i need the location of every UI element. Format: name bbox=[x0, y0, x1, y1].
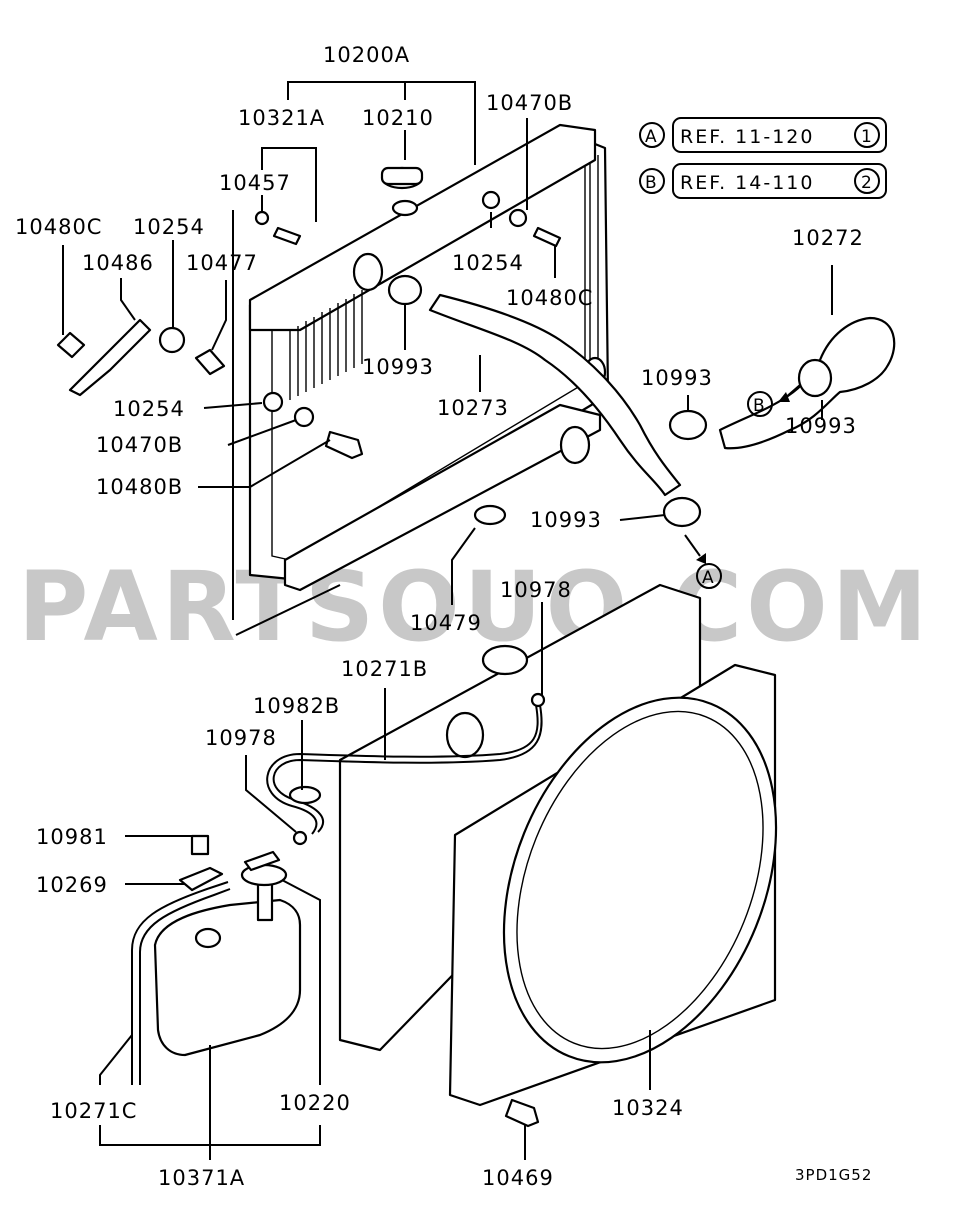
clamp-10982B[interactable] bbox=[288, 785, 322, 805]
seal-10470B-top[interactable] bbox=[508, 208, 528, 228]
reservoir-cap-10220[interactable] bbox=[240, 850, 288, 887]
label-10477[interactable]: 10477 bbox=[186, 251, 258, 275]
reference-b: B REF. 14-110 2 bbox=[639, 163, 887, 199]
reference-a-marker: A bbox=[645, 127, 657, 147]
label-10978-left[interactable]: 10978 bbox=[205, 726, 277, 750]
cushion-10254-low[interactable] bbox=[262, 391, 284, 413]
cushion-10254-left[interactable] bbox=[158, 326, 186, 354]
label-10269[interactable]: 10269 bbox=[36, 873, 108, 897]
label-10993-a[interactable]: 10993 bbox=[362, 355, 434, 379]
radiator-assembly[interactable] bbox=[248, 123, 610, 592]
label-10220[interactable]: 10220 bbox=[279, 1091, 351, 1115]
label-10993-c[interactable]: 10993 bbox=[785, 414, 857, 438]
label-10271B[interactable]: 10271B bbox=[341, 657, 428, 681]
reference-a-num: 1 bbox=[861, 127, 872, 147]
seal-10470B-low[interactable] bbox=[293, 406, 315, 428]
hose-clamp-10993-d[interactable] bbox=[797, 358, 833, 398]
flow-marker-a: A bbox=[696, 563, 722, 589]
bracket-10486[interactable] bbox=[68, 318, 152, 397]
radiator-inlet bbox=[352, 252, 384, 292]
fan-shroud-10324[interactable] bbox=[448, 657, 827, 1107]
bolt-10480C-left[interactable] bbox=[56, 331, 86, 359]
label-10978-right[interactable]: 10978 bbox=[500, 578, 572, 602]
clip-10978-right[interactable] bbox=[530, 692, 546, 708]
bolt-10469[interactable] bbox=[504, 1098, 540, 1128]
svg-text:B: B bbox=[753, 396, 765, 416]
arrow-to-a bbox=[684, 534, 701, 557]
bracket-10269[interactable] bbox=[178, 866, 224, 892]
label-10254-mid[interactable]: 10254 bbox=[452, 251, 524, 275]
upper-hose-10273[interactable] bbox=[428, 293, 682, 497]
radiator-cap[interactable] bbox=[380, 166, 424, 217]
label-10480C-left[interactable]: 10480C bbox=[15, 215, 102, 239]
radiator-fins bbox=[289, 290, 363, 400]
label-10486[interactable]: 10486 bbox=[82, 251, 154, 275]
mount-10479[interactable] bbox=[473, 504, 507, 526]
label-10371A[interactable]: 10371A bbox=[158, 1166, 245, 1190]
label-10479[interactable]: 10479 bbox=[410, 611, 482, 635]
hose-clamp-10993-c[interactable] bbox=[668, 409, 708, 441]
label-10457[interactable]: 10457 bbox=[219, 171, 291, 195]
reference-b-marker: B bbox=[645, 173, 657, 193]
label-10480C-right[interactable]: 10480C bbox=[506, 286, 593, 310]
label-10470B-top[interactable]: 10470B bbox=[486, 91, 573, 115]
bolt-10981[interactable] bbox=[190, 834, 210, 856]
label-10273[interactable]: 10273 bbox=[437, 396, 509, 420]
label-10254-left[interactable]: 10254 bbox=[133, 215, 205, 239]
label-10321A[interactable]: 10321A bbox=[238, 106, 325, 130]
part-labels: 10200A 10321A 10210 10470B 10457 10480C … bbox=[15, 43, 864, 1190]
diagram-code: 3PD1G52 bbox=[795, 1166, 872, 1184]
label-10982B[interactable]: 10982B bbox=[253, 694, 340, 718]
label-10272[interactable]: 10272 bbox=[792, 226, 864, 250]
label-10324[interactable]: 10324 bbox=[612, 1096, 684, 1120]
washer-10457[interactable] bbox=[254, 210, 270, 226]
leader-lines bbox=[62, 81, 833, 1160]
label-10470B-low[interactable]: 10470B bbox=[96, 433, 183, 457]
reservoir-tank-10371A[interactable] bbox=[153, 878, 302, 1057]
flow-marker-b: B bbox=[747, 391, 773, 417]
reference-a-text: REF. 11-120 bbox=[680, 126, 814, 148]
reference-b-text: REF. 14-110 bbox=[680, 172, 814, 194]
cushion-10254-top[interactable] bbox=[481, 190, 501, 210]
label-10210[interactable]: 10210 bbox=[362, 106, 434, 130]
label-10271C[interactable]: 10271C bbox=[50, 1099, 137, 1123]
reference-b-num: 2 bbox=[861, 173, 872, 193]
reference-a: A REF. 11-120 1 bbox=[639, 117, 887, 153]
pin-10477[interactable] bbox=[194, 348, 226, 376]
label-10993-b[interactable]: 10993 bbox=[641, 366, 713, 390]
label-10200A[interactable]: 10200A bbox=[323, 43, 410, 67]
clip-10978-left[interactable] bbox=[292, 830, 308, 846]
label-10993-d[interactable]: 10993 bbox=[530, 508, 602, 532]
label-10981[interactable]: 10981 bbox=[36, 825, 108, 849]
watermark: PARTSOUQ.COM bbox=[18, 551, 931, 663]
label-10469[interactable]: 10469 bbox=[482, 1166, 554, 1190]
label-10480B[interactable]: 10480B bbox=[96, 475, 183, 499]
label-10254-low[interactable]: 10254 bbox=[113, 397, 185, 421]
hose-clamp-10993-a[interactable] bbox=[387, 274, 423, 306]
hose-10271C[interactable] bbox=[131, 881, 229, 1085]
bolt-10480B[interactable] bbox=[324, 430, 364, 460]
hose-clamp-10993-b[interactable] bbox=[662, 496, 702, 528]
drain-plug-10321A[interactable] bbox=[272, 226, 302, 246]
svg-text:A: A bbox=[702, 568, 714, 588]
